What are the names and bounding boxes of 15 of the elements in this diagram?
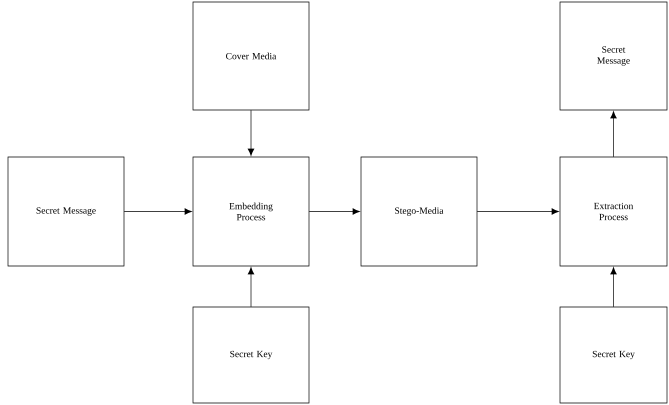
arrow — [248, 110, 254, 156]
arrow — [248, 267, 254, 307]
arrow — [610, 111, 617, 157]
arrow — [124, 208, 192, 215]
arrow — [477, 208, 559, 215]
process-box: Stego-Media — [360, 156, 478, 266]
process-box: Secret Key — [560, 306, 668, 404]
process-box: Secret Key — [192, 306, 310, 404]
arrow — [610, 267, 617, 307]
process-box: Embedding Process — [192, 156, 310, 266]
process-box: Secret Message — [8, 156, 124, 266]
process-box: Cover Media — [192, 2, 310, 110]
process-box: Extraction Process — [560, 156, 668, 266]
process-box: Secret Message — [560, 2, 668, 110]
arrow — [309, 208, 360, 215]
